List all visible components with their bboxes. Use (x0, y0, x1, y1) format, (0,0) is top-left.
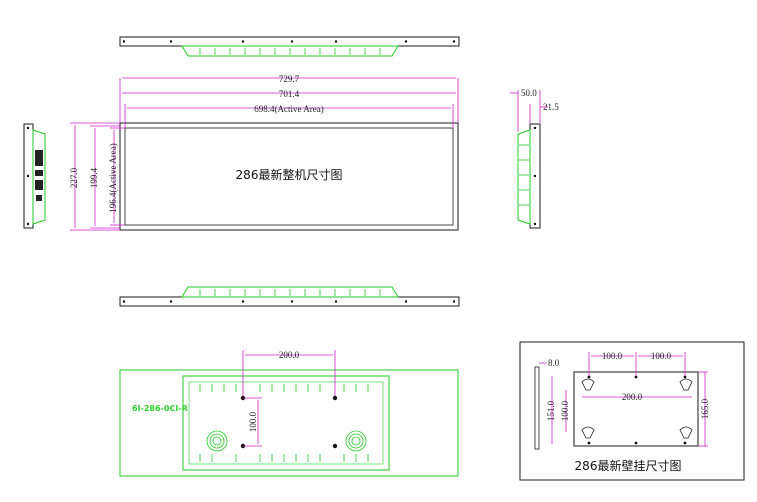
dim-bracket-thickness: 8.0 (548, 358, 560, 368)
dim-mount-spacing: 200.0 (279, 350, 300, 360)
model-code: 6I-286-0CI-R (132, 404, 188, 413)
dim-panel-depth: 21.5 (543, 102, 559, 112)
dim-bezel-width: 701.4 (279, 89, 300, 99)
back-view: 6I-286-0CI-R 200.0 100.0 (119, 350, 459, 477)
dim-bracket-height-inner: 100.0 (560, 400, 570, 421)
top-view (119, 36, 460, 57)
bottom-view (119, 286, 460, 307)
dim-overall-height: 227.0 (69, 167, 79, 188)
dim-total-depth: 50.0 (521, 88, 537, 98)
dim-bezel-height: 199.4 (89, 167, 99, 188)
dim-active-width: 698.4(Active Area) (254, 104, 323, 114)
dim-bracket-height-overall: 165.0 (700, 398, 710, 419)
front-view-title: 286最新整机尺寸图 (236, 167, 343, 182)
front-panel-outline (119, 122, 459, 231)
dim-overall-width: 729.7 (279, 74, 300, 84)
right-side-view: 50.0 21.5 (510, 88, 559, 229)
left-side-view (23, 123, 46, 229)
dim-bracket-total: 200.0 (622, 392, 643, 402)
active-area-outline (124, 127, 454, 226)
dim-bracket-left: 100.0 (602, 351, 623, 361)
dim-active-height: 196.4(Active Area) (108, 143, 118, 212)
speaker-left (206, 430, 228, 452)
wall-mount-view: 100.0 100.0 200.0 8.0 151.0 100.0 165.0 … (519, 341, 745, 481)
dim-bracket-height-outer: 151.0 (546, 400, 556, 421)
wall-mount-title: 286最新壁挂尺寸图 (575, 458, 682, 473)
dim-mount-vertical: 100.0 (248, 411, 258, 432)
front-view: 286最新整机尺寸图 729.7 701.4 698.4(Active Area… (69, 74, 459, 231)
speaker-right (345, 430, 367, 452)
dim-bracket-right: 100.0 (651, 351, 672, 361)
wall-mount-frame (519, 341, 745, 481)
